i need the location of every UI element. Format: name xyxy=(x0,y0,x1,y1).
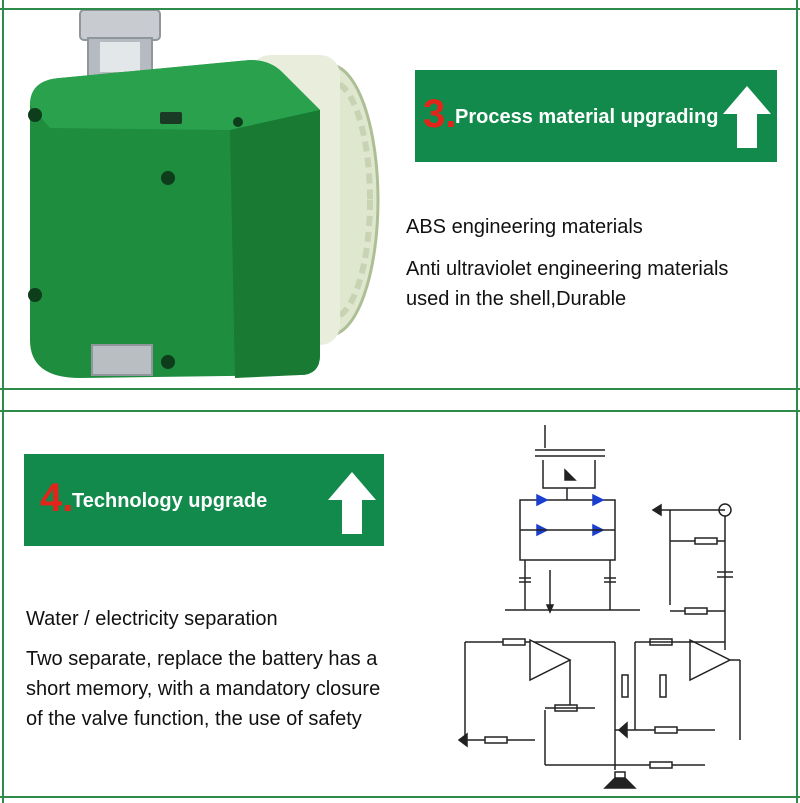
text-line: Two separate, replace the battery has a xyxy=(26,648,378,670)
middle-divider-top xyxy=(0,388,800,390)
text-line: of the valve function, the use of safety xyxy=(26,708,362,730)
left-border xyxy=(2,0,4,803)
section-number-3: 3. xyxy=(423,92,457,136)
section-number-4: 4. xyxy=(40,476,74,520)
text-line: ABS engineering materials xyxy=(406,216,643,238)
top-divider xyxy=(0,8,800,10)
right-border xyxy=(796,0,798,803)
section-process-material: 3. Process material upgrading ABS engine… xyxy=(0,0,800,388)
bottom-divider xyxy=(0,796,800,798)
up-arrow-icon xyxy=(328,472,376,534)
section-title-3: Process material upgrading xyxy=(455,106,719,128)
section-title-4: Technology upgrade xyxy=(72,490,268,512)
section-description-3: ABS engineering materials Anti ultraviol… xyxy=(406,212,796,314)
circuit-diagram xyxy=(457,425,741,789)
banner-technology: 4. Technology upgrade xyxy=(24,454,384,546)
text-line: short memory, with a mandatory closure xyxy=(26,678,381,700)
valve-timer-photo xyxy=(28,10,380,378)
text-line: used in the shell,Durable xyxy=(406,288,627,310)
middle-divider-bottom xyxy=(0,410,800,412)
text-line: Water / electricity separation xyxy=(26,608,278,630)
text-line: Anti ultraviolet engineering materials xyxy=(406,258,729,280)
banner-process-material: 3. Process material upgrading xyxy=(415,70,777,162)
section-description-4: Water / electricity separation Two separ… xyxy=(26,604,446,734)
up-arrow-icon xyxy=(723,86,771,148)
section-technology: 4. Technology upgrade Water / electricit… xyxy=(0,412,800,796)
